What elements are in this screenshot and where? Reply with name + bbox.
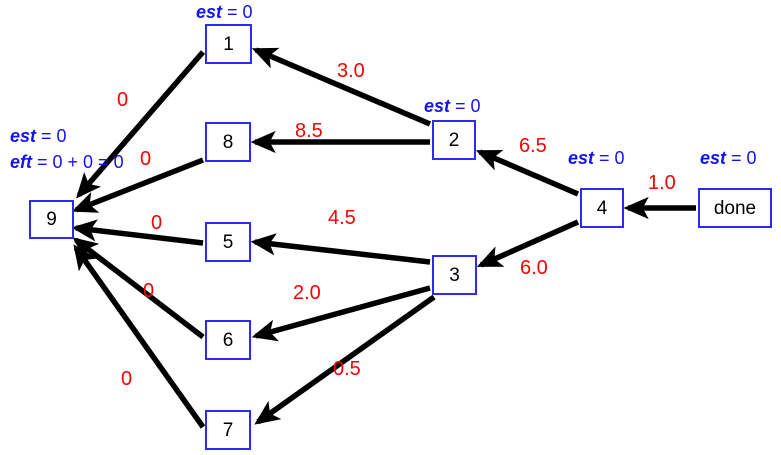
- node-n7[interactable]: 7: [205, 410, 251, 450]
- annotation-key: est: [10, 126, 37, 146]
- annotation-est-done: est = 0: [700, 148, 757, 169]
- node-label: 6: [222, 329, 234, 351]
- cost-label-n8-to-n9: 0: [140, 148, 152, 170]
- annotation-key: est: [568, 148, 595, 168]
- node-label: 4: [596, 197, 608, 219]
- cost-label-n3-to-n5: 4.5: [328, 207, 356, 229]
- cost-label-done-to-n4: 1.0: [648, 172, 676, 194]
- node-label: 7: [222, 419, 234, 441]
- annotation-value: = 0: [594, 148, 625, 168]
- annotation-value: = 0: [36, 126, 67, 146]
- annotation-est-n1: est = 0: [196, 2, 253, 23]
- annotation-value: = 0 + 0 = 0: [32, 152, 124, 172]
- cost-label-n3-to-n6: 2.0: [293, 282, 321, 304]
- edge-n3-to-n5: [250, 233, 431, 265]
- annotation-value: = 0: [222, 2, 253, 22]
- annotation-est-n2: est = 0: [424, 96, 481, 117]
- edge-n1-to-n9: [76, 50, 206, 199]
- annotation-value: = 0: [726, 148, 757, 168]
- node-n3[interactable]: 3: [432, 255, 477, 295]
- edge-n6-to-n9: [72, 237, 205, 340]
- edge-n5-to-n9: [71, 219, 204, 246]
- annotation-est-n4: est = 0: [568, 148, 625, 169]
- annotation-key: est: [700, 148, 727, 168]
- node-n9[interactable]: 9: [29, 200, 74, 239]
- annotation-est-n9: est = 0: [10, 126, 67, 147]
- cost-label-n3-to-n7: 0.5: [333, 358, 361, 380]
- cost-label-n4-to-n2: 6.5: [519, 135, 547, 157]
- cost-label-n2-to-n1: 3.0: [337, 60, 365, 82]
- edge-n4-to-n3: [476, 219, 580, 268]
- node-n2[interactable]: 2: [432, 120, 476, 160]
- edge-n7-to-n9: [73, 244, 206, 429]
- cost-label-n2-to-n8: 8.5: [295, 120, 323, 142]
- edge-n3-to-n6: [251, 285, 431, 342]
- edge-n4-to-n2: [475, 149, 580, 197]
- edge-n2-to-n1: [251, 47, 432, 127]
- node-label: 8: [222, 131, 234, 153]
- node-n8[interactable]: 8: [205, 122, 251, 162]
- node-label: 1: [223, 33, 234, 55]
- cost-label-n1-to-n9: 0: [117, 89, 129, 111]
- node-n6[interactable]: 6: [205, 320, 251, 360]
- cost-label-n5-to-n9: 0: [151, 212, 163, 234]
- cost-label-n4-to-n3: 6.0: [520, 257, 548, 279]
- annotation-key: est: [196, 2, 223, 22]
- node-label: 9: [46, 209, 57, 230]
- node-n4[interactable]: 4: [580, 188, 624, 228]
- annotation-value: = 0: [450, 96, 481, 116]
- cost-label-n6-to-n9: 0: [143, 280, 155, 302]
- edge-n3-to-n7: [254, 294, 436, 425]
- annotation-key: eft: [10, 152, 32, 172]
- annotation-eft-n9: eft = 0 + 0 = 0: [10, 152, 124, 173]
- cost-label-n7-to-n9: 0: [121, 368, 133, 390]
- edge-n8-to-n9: [71, 157, 205, 213]
- node-n5[interactable]: 5: [205, 222, 251, 262]
- node-label: 5: [222, 231, 234, 253]
- node-done[interactable]: done: [698, 188, 772, 228]
- node-label: done: [713, 197, 757, 219]
- node-n1[interactable]: 1: [205, 24, 252, 64]
- node-label: 2: [448, 129, 460, 151]
- annotation-key: est: [424, 96, 451, 116]
- node-label: 3: [449, 264, 460, 286]
